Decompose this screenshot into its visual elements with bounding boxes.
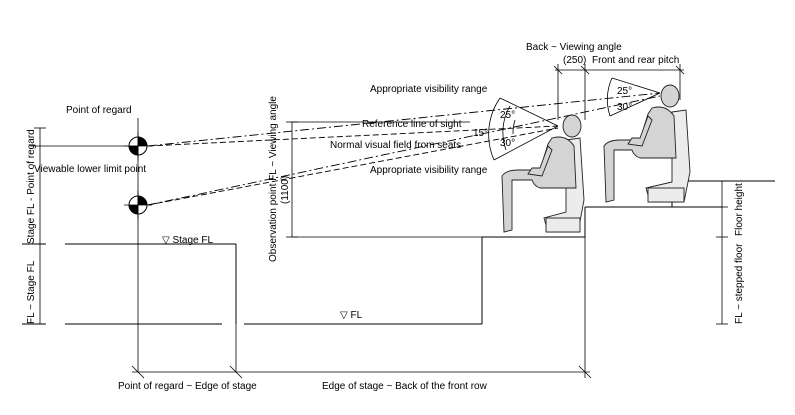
rear-seat-angles	[606, 77, 661, 117]
angle-mid: 15°	[473, 128, 488, 139]
floor-outline	[22, 180, 775, 325]
angle-lower: 30°	[500, 138, 515, 149]
front-seat-angles	[488, 97, 559, 161]
label-stage-edge-to-front-row: Edge of stage ~ Back of the front row	[322, 381, 488, 392]
sight-lines	[147, 92, 661, 206]
label-regard-to-stage-edge: Point of regard ~ Edge of stage	[118, 381, 257, 392]
label-fl-marker: ▽ FL	[340, 310, 363, 321]
viewable-lower-limit-marker	[124, 191, 152, 219]
angle-upper: 25°	[500, 110, 515, 121]
label-back-viewing-value: (250)	[563, 55, 586, 66]
labels: Point of regard Viewable lower limit poi…	[26, 42, 745, 392]
rear-seated-person	[603, 84, 680, 203]
label-reference-line: Reference line of sight	[362, 119, 462, 130]
dimension-lines	[30, 64, 728, 379]
label-stage-fl-marker: ▽ Stage FL	[162, 235, 213, 246]
rear-angle-lower: 30°	[617, 102, 632, 113]
rear-seat	[645, 109, 691, 203]
label-stage-fl-point: Stage FL - Point of regard	[26, 129, 37, 244]
label-point-of-regard: Point of regard	[66, 105, 132, 116]
label-floor-height: Floor height	[734, 183, 745, 236]
label-fl-stage-fl: FL ~ Stage FL	[26, 260, 37, 324]
point-of-regard-marker	[124, 132, 152, 160]
label-viewable-lower-limit: Viewable lower limit point	[34, 164, 146, 175]
label-stepped-floor: FL ~ stepped floor	[734, 243, 745, 324]
label-observation-value: (1100)	[280, 176, 291, 204]
front-seated-person	[501, 114, 582, 233]
label-appropriate-upper: Appropriate visibility range	[370, 84, 488, 95]
rear-angle-upper: 25°	[617, 86, 632, 97]
label-front-rear-pitch: Front and rear pitch	[592, 55, 679, 66]
label-normal-field: Normal visual field from seats	[330, 140, 461, 151]
label-appropriate-lower: Appropriate visibility range	[370, 165, 488, 176]
label-observation-point: Observation point FL ~ Viewing angle	[268, 96, 279, 262]
label-back-viewing: Back ~ Viewing angle	[526, 42, 622, 53]
